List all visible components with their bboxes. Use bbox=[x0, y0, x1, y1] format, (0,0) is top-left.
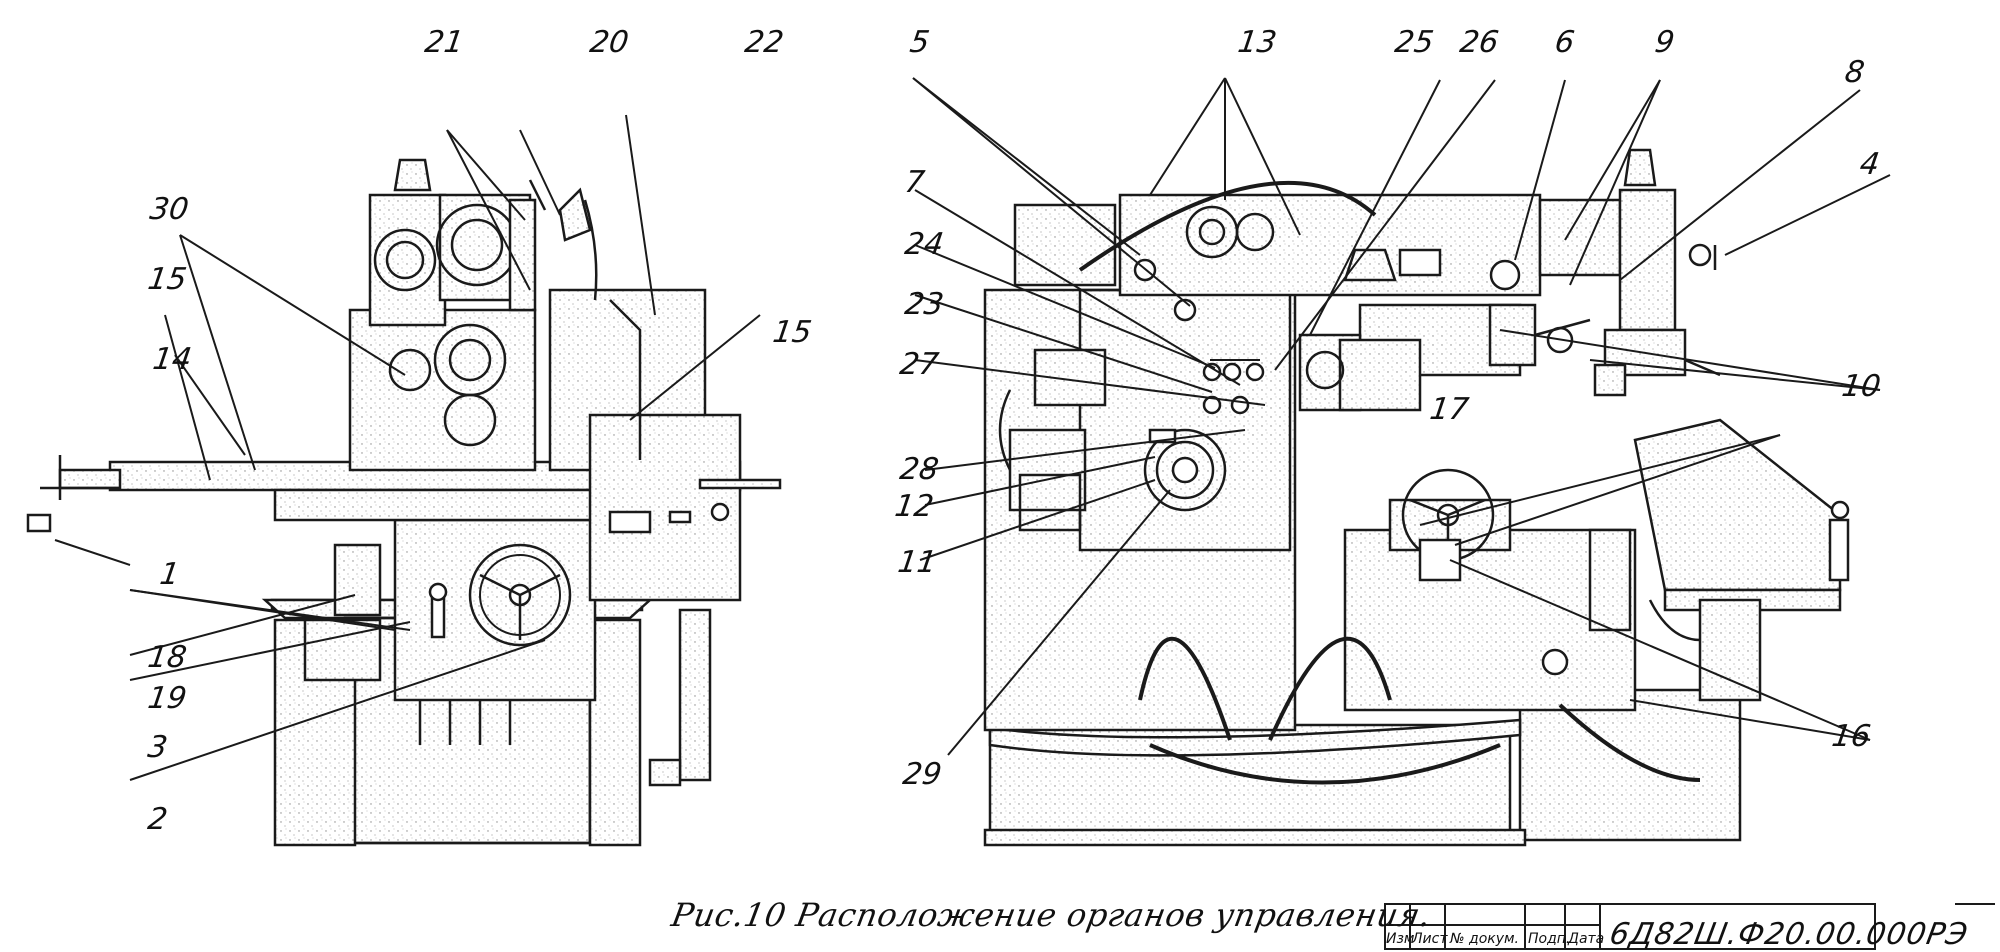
callout-11: 11 bbox=[895, 545, 939, 580]
callout-12: 12 bbox=[892, 489, 936, 524]
side-view-machine bbox=[983, 148, 1850, 847]
callout-27: 27 bbox=[897, 347, 941, 382]
callout-15-left: 15 bbox=[145, 262, 189, 297]
callout-21: 21 bbox=[422, 25, 466, 60]
title-block-label: Лист bbox=[1412, 931, 1448, 947]
callout-26: 26 bbox=[1457, 25, 1501, 60]
title-block-label: Подп. bbox=[1528, 931, 1571, 947]
callout-19: 19 bbox=[145, 681, 189, 716]
callout-17: 17 bbox=[1427, 392, 1471, 427]
callout-22: 22 bbox=[742, 25, 786, 60]
title-block-label: Изм bbox=[1386, 931, 1415, 947]
callout-14: 14 bbox=[150, 342, 194, 377]
callout-10: 10 bbox=[1839, 369, 1883, 404]
callout-16: 16 bbox=[1829, 719, 1873, 754]
document-code: 6Д82Ш.Ф20.00.000РЭ bbox=[1606, 917, 1971, 952]
callout-28: 28 bbox=[897, 452, 941, 487]
callout-15-right: 15 bbox=[770, 315, 814, 350]
title-block-label: Дата bbox=[1568, 931, 1605, 947]
callout-24: 24 bbox=[902, 227, 946, 262]
callout-20: 20 bbox=[587, 25, 631, 60]
title-block-label: № докум. bbox=[1450, 931, 1520, 947]
figure-caption: Рис.10 Расположение органов управления. bbox=[668, 896, 1434, 934]
leader-lines bbox=[54, 77, 1891, 781]
callout-23: 23 bbox=[902, 287, 946, 322]
callout-18: 18 bbox=[145, 640, 189, 675]
callout-29: 29 bbox=[900, 757, 944, 792]
title-block bbox=[1384, 903, 1995, 950]
callout-25: 25 bbox=[1392, 25, 1436, 60]
callout-30: 30 bbox=[147, 192, 191, 227]
callout-13: 13 bbox=[1235, 25, 1279, 60]
front-view-machine bbox=[26, 158, 782, 847]
